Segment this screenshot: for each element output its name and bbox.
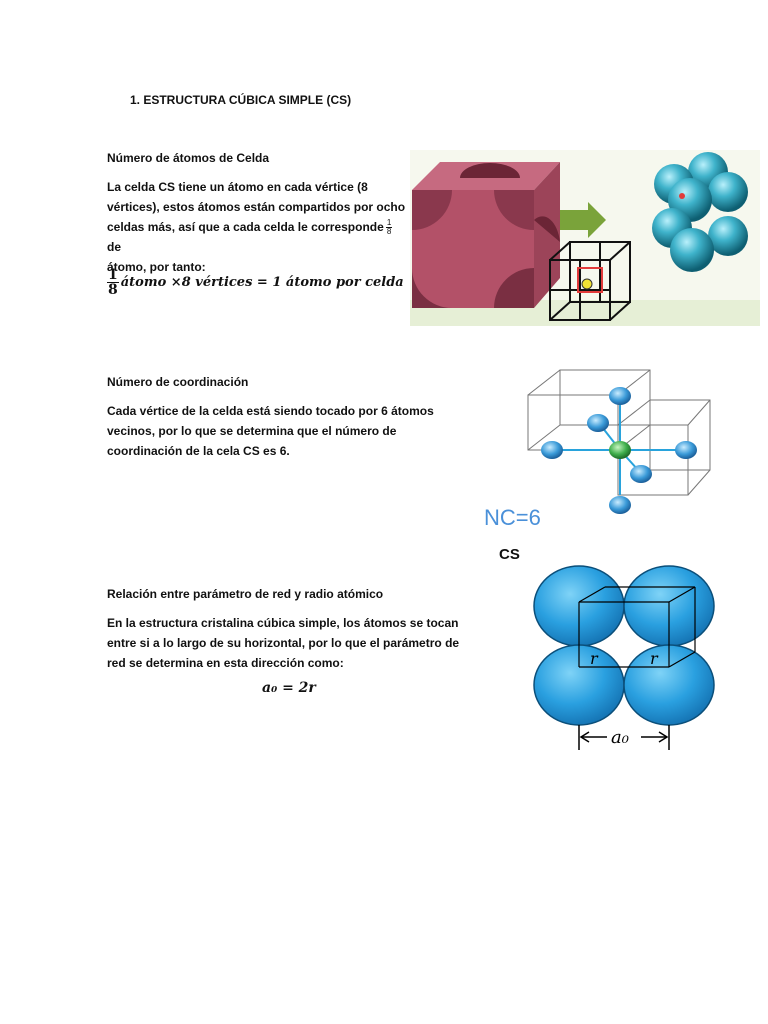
radius-label-left: r [590,649,599,668]
section3-paragraph: En la estructura cristalina cúbica simpl… [107,613,467,673]
section1-line1: La celda CS tiene un átomo en cada vérti… [107,180,368,194]
section3-line2: entre si a lo largo de su horizontal, po… [107,636,460,650]
section2-line1: Cada vértice de la celda está siendo toc… [107,404,434,418]
section3-line3: red se determina en esta dirección como: [107,656,344,670]
arrow-icon [560,202,606,238]
center-atom [581,278,593,290]
packed-atoms [652,152,748,272]
neighbor-atom [609,387,631,405]
nc-label: NC=6 [484,505,541,530]
coordination-figure [527,369,711,514]
a0-label: a₀ [611,727,629,748]
lattice-wireframe [549,241,631,321]
section2-paragraph: Cada vértice de la celda está siendo toc… [107,401,437,461]
section1-line3-end: de [107,240,122,254]
lattice-parameter-equation: a₀ = 2r [262,680,316,696]
contact-spheres [533,565,715,726]
section3-heading: Relación entre parámetro de red y radio … [107,587,384,601]
neighbor-atom [541,441,563,459]
section1-line4: átomo, por tanto: [107,260,206,274]
cs-figure-title: CS [499,546,520,563]
highlighted-cell [577,267,603,293]
a0-dimension [578,725,670,750]
central-atom [609,441,631,459]
simple-cubic-cell-figure [410,150,760,326]
neighbor-atom [675,441,697,459]
section1-line2: vértices), estos átomos están compartido… [107,200,406,214]
section2-line3: coordinación de la cela CS es 6. [107,444,290,458]
section1-paragraph: La celda CS tiene un átomo en cada vérti… [107,177,407,277]
neighbor-atom [587,414,609,432]
section2-line2: vecinos, por lo que se determina que el … [107,424,397,438]
cell-outline [578,586,696,668]
section1-heading: Número de átomos de Celda [107,151,270,165]
section1-line3: celdas más, así que a cada celda le corr… [107,217,407,257]
radius-label-right: r [650,649,659,668]
equation-text: átomo ×8 vértices = 1 átomo por celda [120,275,404,290]
section2-heading: Número de coordinación [107,375,249,389]
lattice-parameter-figure: r r a₀ [533,565,715,750]
section3-line1: En la estructura cristalina cúbica simpl… [107,616,459,630]
section1-line3-text: celdas más, así que a cada celda le corr… [107,220,384,234]
unit-cell-cube [412,162,560,308]
page-title: 1. ESTRUCTURA CÚBICA SIMPLE (CS) [130,93,352,107]
neighbor-atom [630,465,652,483]
neighbor-atom [609,496,631,514]
